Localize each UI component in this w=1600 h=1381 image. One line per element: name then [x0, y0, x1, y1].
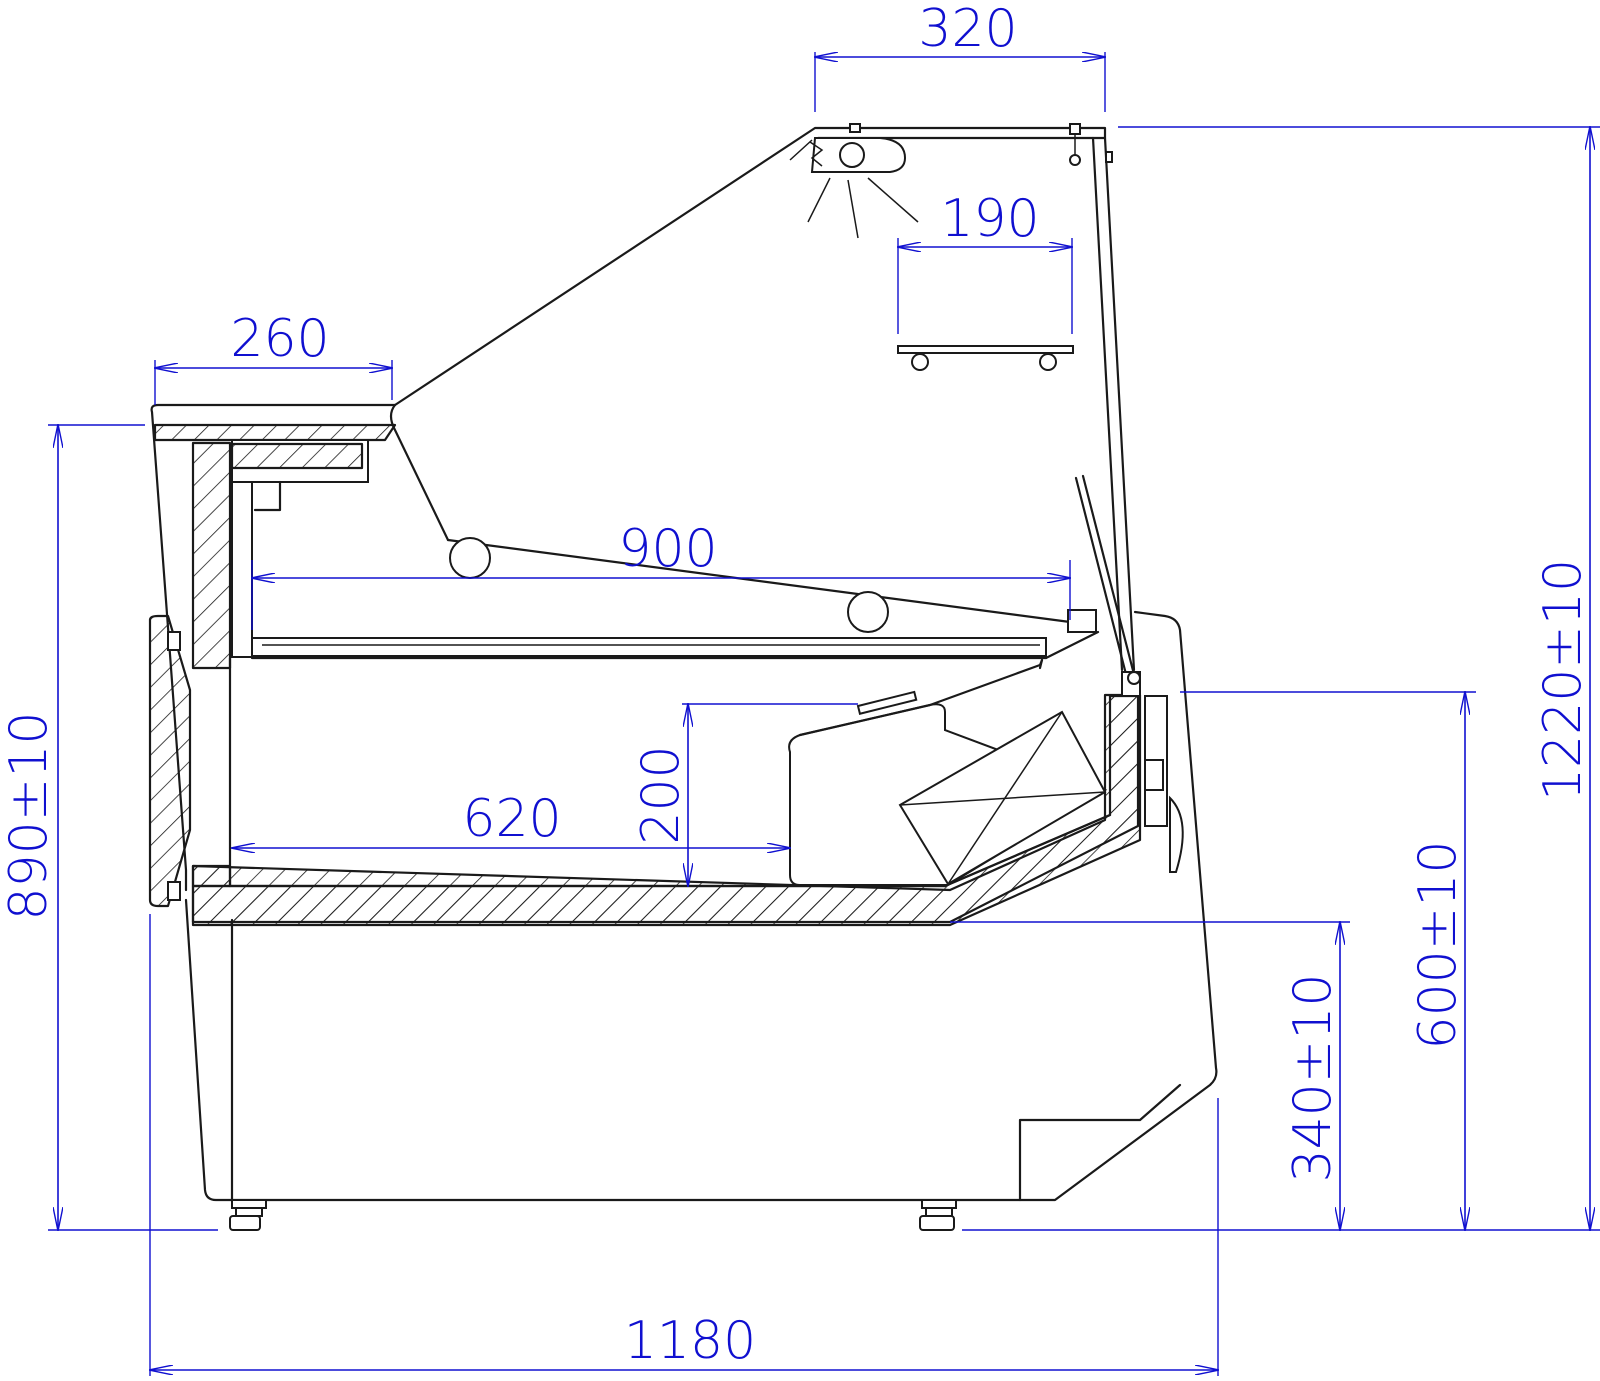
dim-display-depth-label: 900	[618, 519, 717, 579]
front-wall-insulation	[193, 443, 230, 668]
display-deck-line	[448, 540, 1070, 622]
front-upright	[232, 482, 252, 657]
fan-right	[848, 592, 888, 632]
dim-storage-height-label: 200	[631, 745, 691, 844]
top-shelf	[898, 346, 1073, 370]
front-panel	[150, 616, 190, 906]
dim-counter-height-label: 890±10	[0, 712, 59, 921]
dim-lamp-shelf-label: 190	[940, 189, 1039, 249]
rear-glass-right	[1093, 138, 1122, 670]
rear-glass-left	[1105, 138, 1134, 670]
dim-lamp-shelf: 190	[898, 189, 1072, 334]
lamp-canopy	[790, 124, 905, 172]
light-rays	[808, 178, 918, 238]
front-curved-glass	[395, 128, 1105, 405]
adjustable-foot-right	[920, 1200, 956, 1230]
dim-base-height-label: 340±10	[1283, 974, 1343, 1183]
front-lower-insulation	[193, 866, 230, 886]
front-panel-clip-top	[168, 632, 180, 650]
glass-lower-curve	[391, 405, 448, 540]
work-top-bracket	[255, 482, 280, 510]
dim-overall-height-label: 1220±10	[1533, 559, 1593, 801]
work-top-drawer	[232, 444, 362, 468]
fan-left	[450, 538, 490, 578]
dim-rear-bench-height-label: 600±10	[1408, 841, 1468, 1050]
dim-overall-depth: 1180	[150, 914, 1218, 1376]
dim-overall-depth-label: 1180	[624, 1311, 756, 1371]
rear-controller	[1145, 696, 1183, 872]
display-tray	[252, 610, 1098, 658]
dim-storage-depth: 620	[232, 789, 790, 849]
dim-work-top-label: 260	[230, 309, 329, 369]
dim-display-depth: 900	[252, 519, 1070, 630]
dim-work-top: 260	[155, 309, 392, 405]
dim-overall-height: 1220±10	[962, 127, 1600, 1230]
dim-storage-depth-label: 620	[462, 789, 561, 849]
dim-top-width: 320	[815, 0, 1105, 112]
front-panel-clip-bottom	[168, 882, 180, 900]
work-top	[155, 425, 395, 440]
dim-top-width-label: 320	[918, 0, 1017, 59]
adjustable-foot-left	[230, 1200, 266, 1230]
dim-base-height: 340±10	[950, 922, 1350, 1230]
